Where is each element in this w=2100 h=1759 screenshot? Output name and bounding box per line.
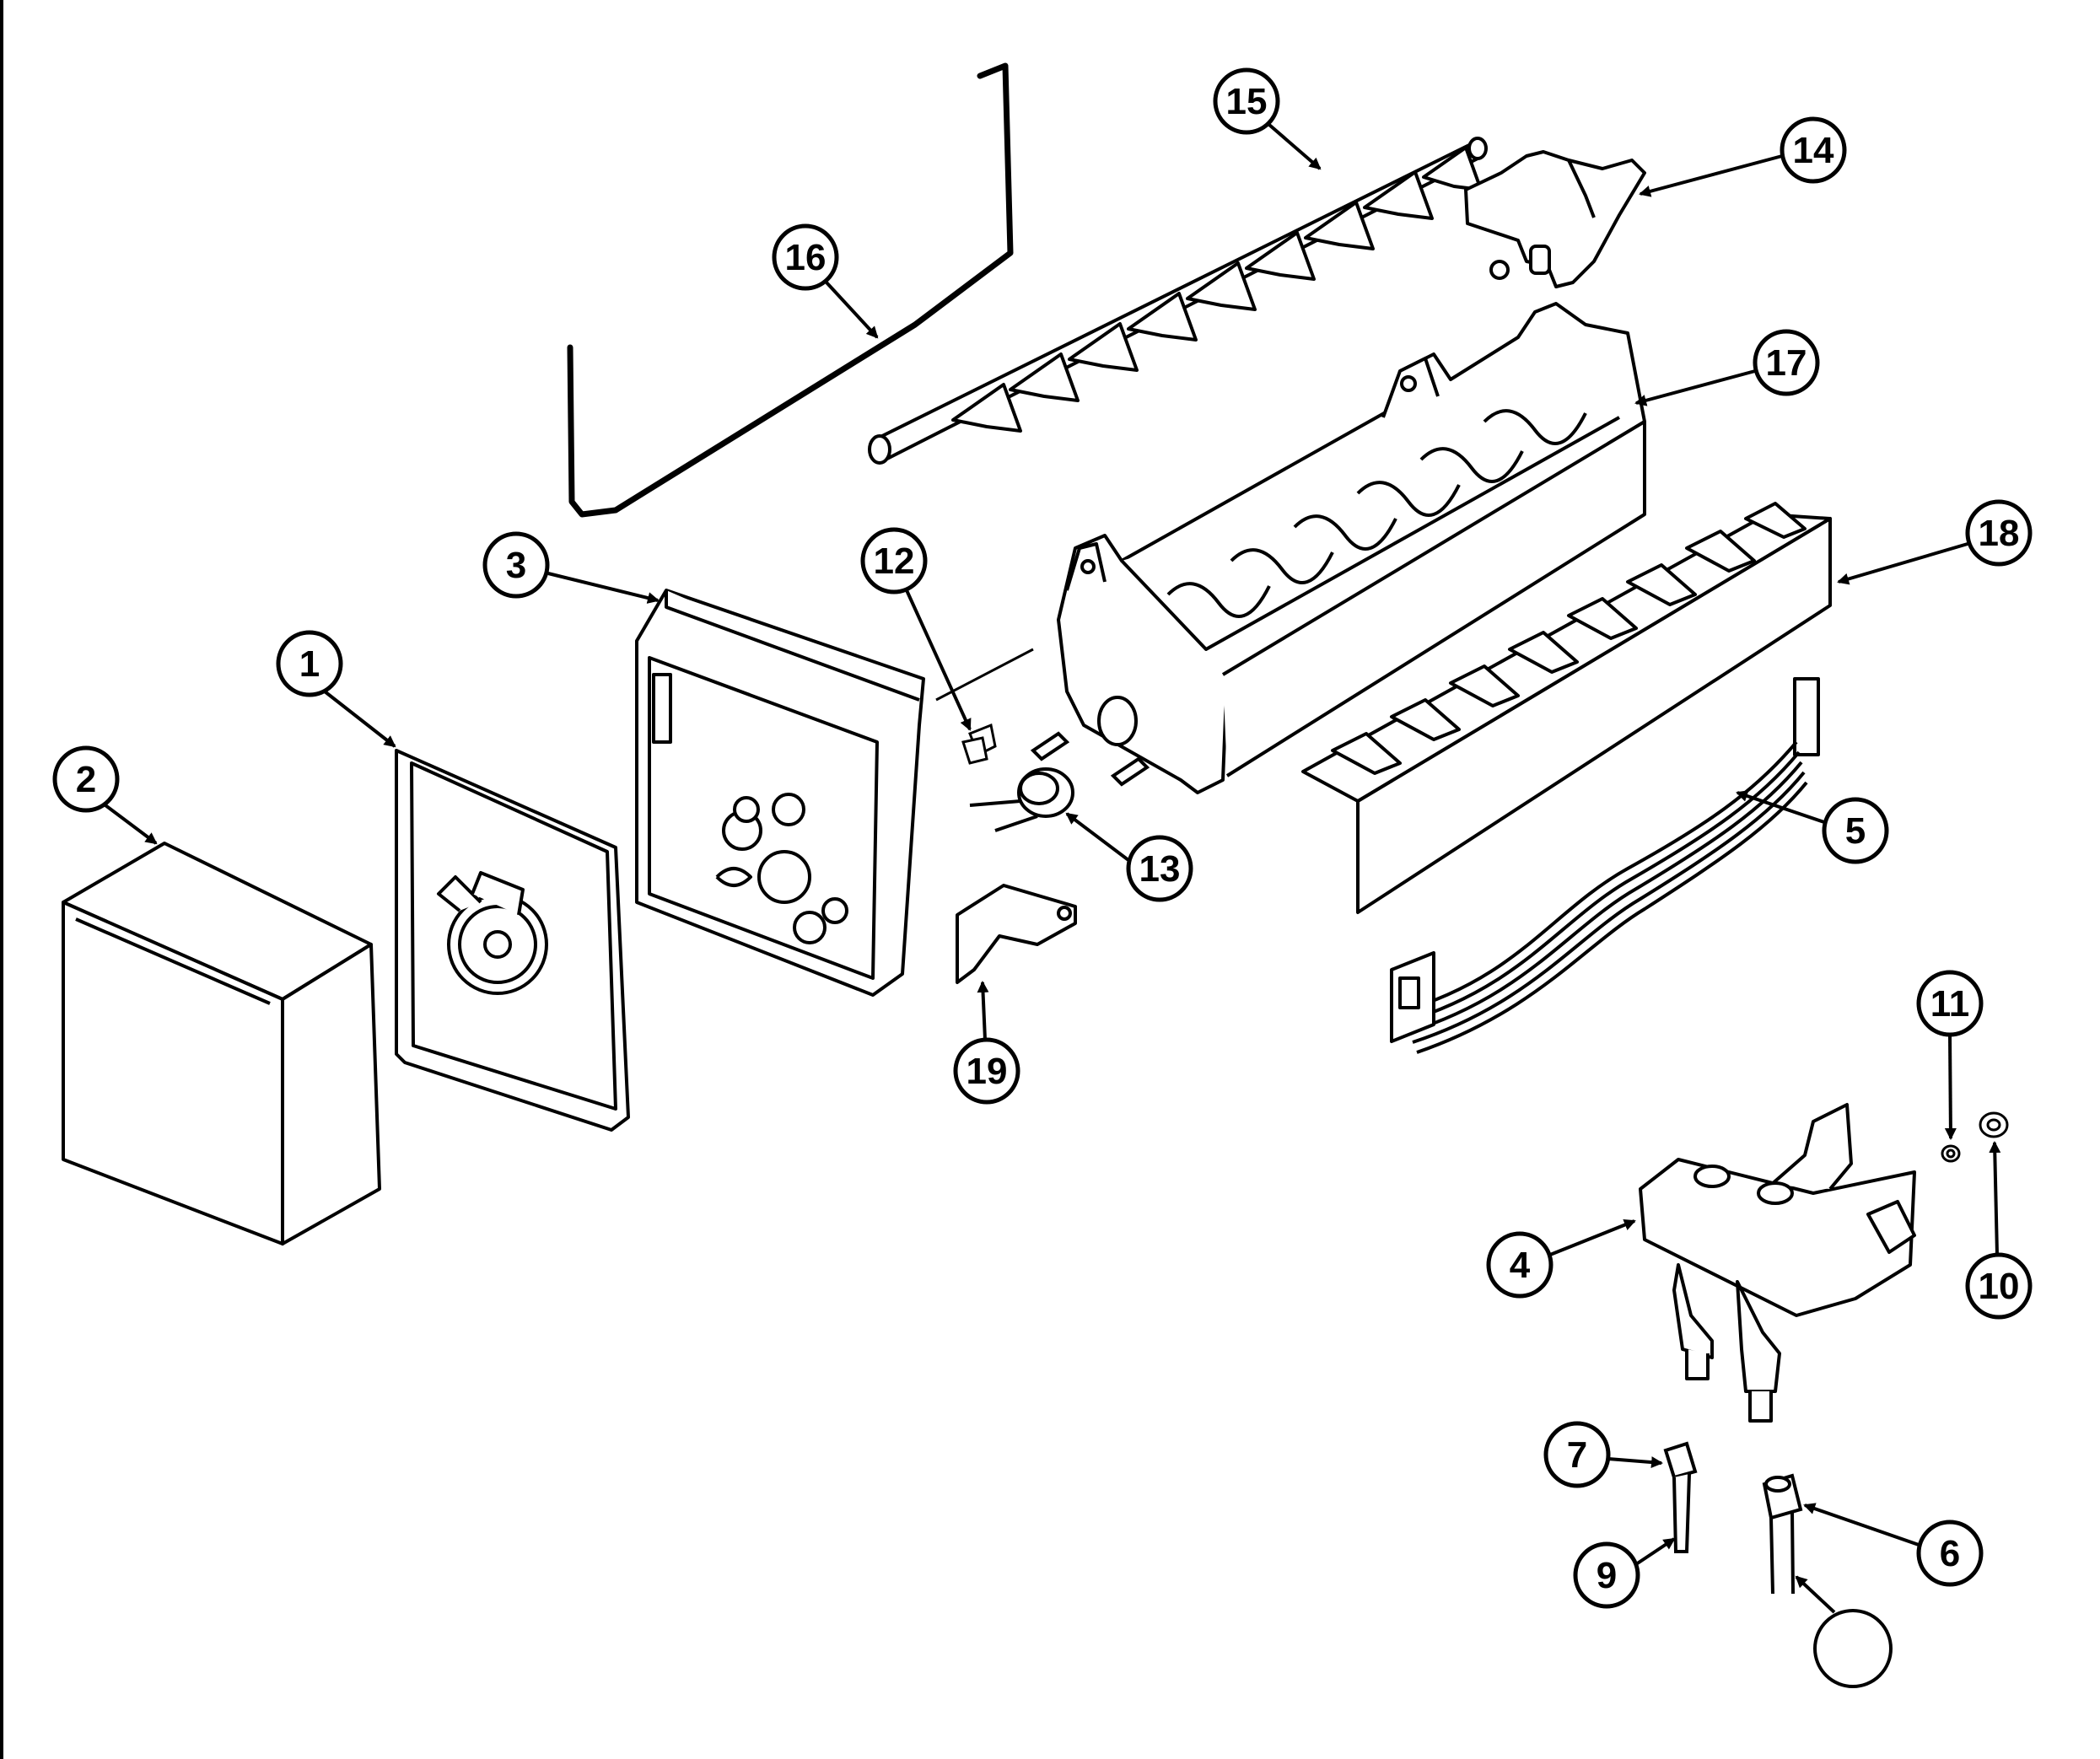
part-1-gear-plate bbox=[395, 749, 630, 1132]
part-4-water-valve bbox=[1639, 1103, 1916, 1423]
part-19-shield bbox=[956, 884, 1077, 984]
callout-5-label: 5 bbox=[1845, 810, 1866, 852]
callout-1-label: 1 bbox=[299, 643, 320, 685]
part-10-fitting bbox=[1979, 1111, 2009, 1138]
callout-6: 6 bbox=[1803, 1503, 1984, 1587]
part-11-nut bbox=[1941, 1144, 1961, 1163]
callout-14: 14 bbox=[1639, 116, 1847, 197]
callout-7-label: 7 bbox=[1567, 1434, 1587, 1476]
callout-11: 11 bbox=[1916, 970, 1984, 1140]
callout-9-label: 9 bbox=[1597, 1555, 1617, 1596]
callout-17: 17 bbox=[1634, 329, 1820, 406]
callout-3-label: 3 bbox=[506, 545, 526, 586]
callout-5: 5 bbox=[1736, 790, 1889, 864]
callout-blank bbox=[1795, 1575, 1893, 1688]
callout-9: 9 bbox=[1573, 1537, 1676, 1609]
callout-18: 18 bbox=[1837, 499, 2033, 585]
callout-12: 12 bbox=[860, 527, 972, 731]
callout-15-label: 15 bbox=[1226, 81, 1268, 122]
part-14-bracket bbox=[1464, 150, 1646, 288]
part-12-clip bbox=[935, 648, 1034, 765]
callout-2: 2 bbox=[52, 745, 158, 845]
callout-15: 15 bbox=[1213, 67, 1322, 170]
callout-18-label: 18 bbox=[1979, 513, 2020, 554]
callout-14-label: 14 bbox=[1793, 130, 1834, 171]
callout-4: 4 bbox=[1486, 1218, 1636, 1299]
part-18-stripper bbox=[1301, 502, 1832, 914]
part-17-mold bbox=[1057, 302, 1646, 794]
part-2-cover bbox=[62, 842, 381, 1245]
callout-13: 13 bbox=[1065, 812, 1193, 902]
callout-17-label: 17 bbox=[1766, 342, 1807, 384]
callout-19: 19 bbox=[953, 981, 1020, 1105]
callouts: 1 2 3 4 5 6 bbox=[52, 67, 2033, 1688]
callout-2-label: 2 bbox=[76, 759, 96, 800]
callout-19-label: 19 bbox=[967, 1051, 1008, 1092]
callout-11-label: 11 bbox=[1930, 983, 1970, 1025]
callout-10-label: 10 bbox=[1979, 1266, 2020, 1307]
part-5-wire-harness bbox=[1390, 677, 1820, 1054]
callout-16: 16 bbox=[772, 223, 879, 339]
callout-13-label: 13 bbox=[1139, 848, 1181, 890]
part-16-bail-wire bbox=[567, 62, 1014, 518]
callout-10: 10 bbox=[1965, 1141, 2033, 1320]
callout-3: 3 bbox=[482, 531, 660, 604]
callout-12-label: 12 bbox=[874, 541, 915, 582]
part-7-9-tube-fitting bbox=[1663, 1441, 1698, 1553]
part-3-housing bbox=[635, 589, 925, 997]
callout-6-label: 6 bbox=[1940, 1533, 1960, 1574]
callout-1: 1 bbox=[276, 630, 396, 748]
part-13-thermostat bbox=[969, 731, 1150, 832]
part-6-fitting bbox=[1762, 1473, 1803, 1595]
callout-4-label: 4 bbox=[1510, 1245, 1531, 1286]
part-15-ejector bbox=[868, 137, 1488, 465]
callout-16-label: 16 bbox=[785, 237, 827, 278]
callout-7: 7 bbox=[1543, 1421, 1663, 1488]
